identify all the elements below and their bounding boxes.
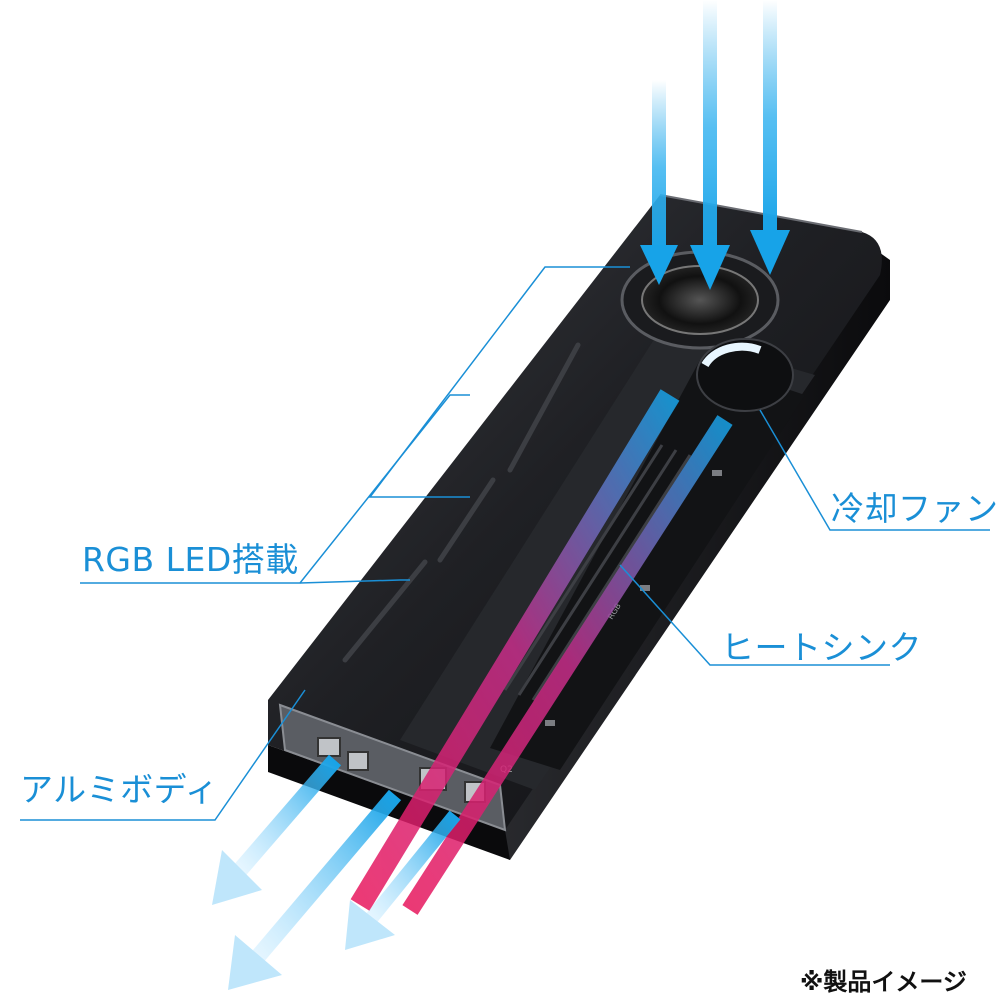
callout-aluminum-body: アルミボディ bbox=[20, 770, 219, 809]
callout-heat-sink: ヒートシンク bbox=[721, 628, 922, 667]
cooling-fan bbox=[620, 250, 794, 412]
product-image-note: ※製品イメージ bbox=[800, 968, 967, 996]
airflow-out-arrows bbox=[212, 754, 461, 990]
airflow-through-arrows bbox=[350, 389, 733, 915]
airflow-in-arrows bbox=[640, 0, 790, 290]
callout-lines bbox=[20, 266, 990, 821]
callout-rgb-led: RGB LED搭載 bbox=[82, 540, 299, 579]
rgb-led-slots bbox=[342, 342, 581, 663]
heat-sink bbox=[503, 444, 692, 701]
callout-cooling-fan: 冷却ファン bbox=[831, 489, 999, 528]
